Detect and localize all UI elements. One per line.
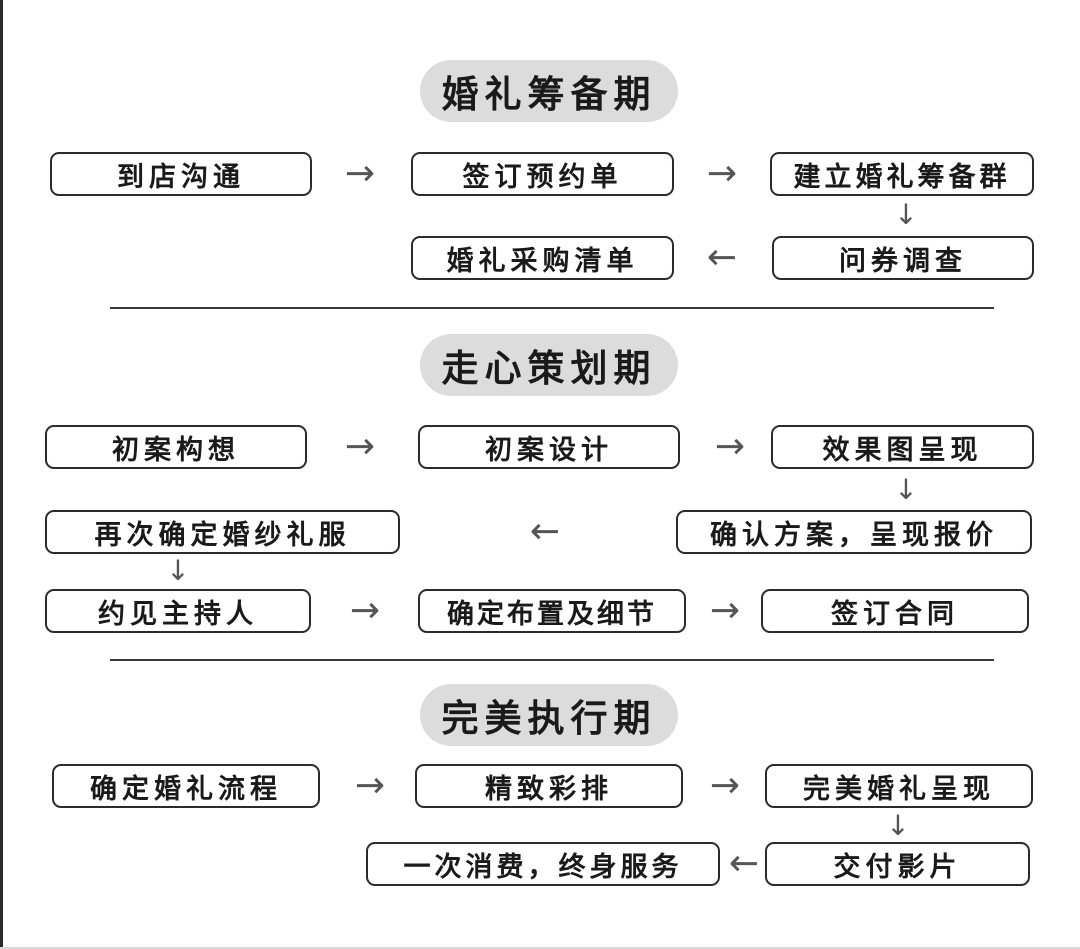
step-deliver-film: 交付影片 — [765, 842, 1030, 886]
step-perfect-wedding: 完美婚礼呈现 — [765, 764, 1033, 808]
step-confirm-details: 确定布置及细节 — [418, 589, 686, 633]
step-rehearsal: 精致彩排 — [415, 764, 683, 808]
arrow-right-icon: → — [709, 765, 741, 806]
step-rendering: 效果图呈现 — [771, 425, 1034, 469]
arrow-right-icon: → — [354, 765, 386, 806]
arrow-right-icon: → — [709, 590, 741, 631]
arrow-left-icon: ← — [728, 843, 760, 884]
step-sign-contract: 签订合同 — [761, 589, 1029, 633]
arrow-down-icon: ↓ — [894, 473, 918, 506]
step-create-group: 建立婚礼筹备群 — [770, 152, 1034, 196]
arrow-down-icon: ↓ — [886, 809, 910, 842]
section-divider — [110, 659, 994, 661]
left-edge-line — [0, 0, 3, 949]
step-wedding-dress: 再次确定婚纱礼服 — [45, 510, 400, 554]
arrow-right-icon: → — [344, 426, 376, 467]
section-divider — [110, 307, 994, 309]
arrow-left-icon: ← — [529, 511, 561, 552]
step-questionnaire: 问券调查 — [772, 236, 1034, 280]
step-confirm-flow: 确定婚礼流程 — [52, 764, 320, 808]
bottom-edge-line — [0, 947, 1080, 949]
arrow-right-icon: → — [714, 426, 746, 467]
arrow-right-icon: → — [344, 153, 376, 194]
step-initial-design: 初案设计 — [418, 425, 680, 469]
section-title-preparation: 婚礼筹备期 — [420, 60, 678, 122]
step-lifetime-service: 一次消费，终身服务 — [366, 842, 720, 886]
section-title-planning: 走心策划期 — [420, 334, 678, 396]
section-title-execution: 完美执行期 — [420, 684, 678, 746]
arrow-right-icon: → — [706, 153, 738, 194]
step-purchase-list: 婚礼采购清单 — [411, 236, 674, 280]
step-sign-booking: 签订预约单 — [411, 152, 674, 196]
step-confirm-plan: 确认方案，呈现报价 — [676, 510, 1032, 554]
step-meet-host: 约见主持人 — [45, 589, 311, 633]
arrow-down-icon: ↓ — [894, 198, 918, 231]
arrow-right-icon: → — [349, 590, 381, 631]
step-visit-store: 到店沟通 — [50, 152, 312, 196]
arrow-left-icon: ← — [706, 237, 738, 278]
arrow-down-icon: ↓ — [166, 554, 190, 587]
step-initial-concept: 初案构想 — [45, 425, 307, 469]
